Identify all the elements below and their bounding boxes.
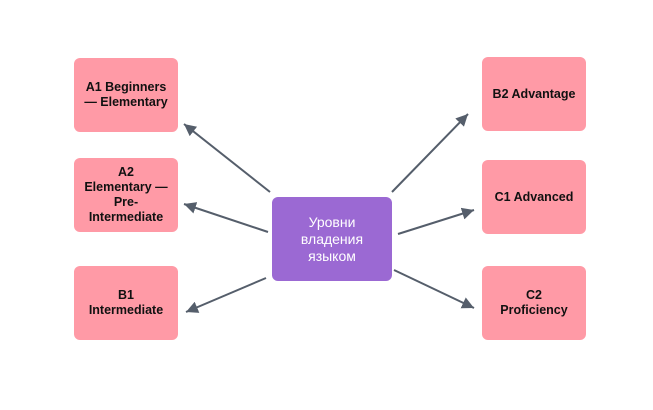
- level-b2: B2 Advantage: [482, 57, 586, 131]
- level-b2-label: B2 Advantage: [492, 86, 576, 101]
- level-a2-label: A2 Elementary — Pre- Intermediate: [84, 165, 168, 224]
- center-label: Уровни владения языком: [300, 213, 364, 264]
- arrow-to-b2: [391, 113, 469, 193]
- level-b1: B1 Intermediate: [74, 266, 178, 340]
- level-c2: C2 Proficiency: [482, 266, 586, 340]
- level-a1-label: A1 Beginners — Elementary: [84, 80, 168, 109]
- arrow-to-b1: [185, 277, 267, 313]
- level-a2: A2 Elementary — Pre- Intermediate: [74, 158, 178, 232]
- level-a1: A1 Beginners — Elementary: [74, 58, 178, 132]
- arrow-to-c1: [397, 207, 475, 235]
- arrow-to-a1: [183, 123, 271, 193]
- center-node: Уровни владения языком: [272, 197, 392, 281]
- arrow-to-c2: [393, 269, 475, 309]
- arrow-to-a2: [183, 202, 269, 233]
- level-c1: C1 Advanced: [482, 160, 586, 234]
- level-c2-label: C2 Proficiency: [500, 288, 568, 317]
- level-c1-label: C1 Advanced: [494, 189, 574, 204]
- level-b1-label: B1 Intermediate: [88, 288, 164, 317]
